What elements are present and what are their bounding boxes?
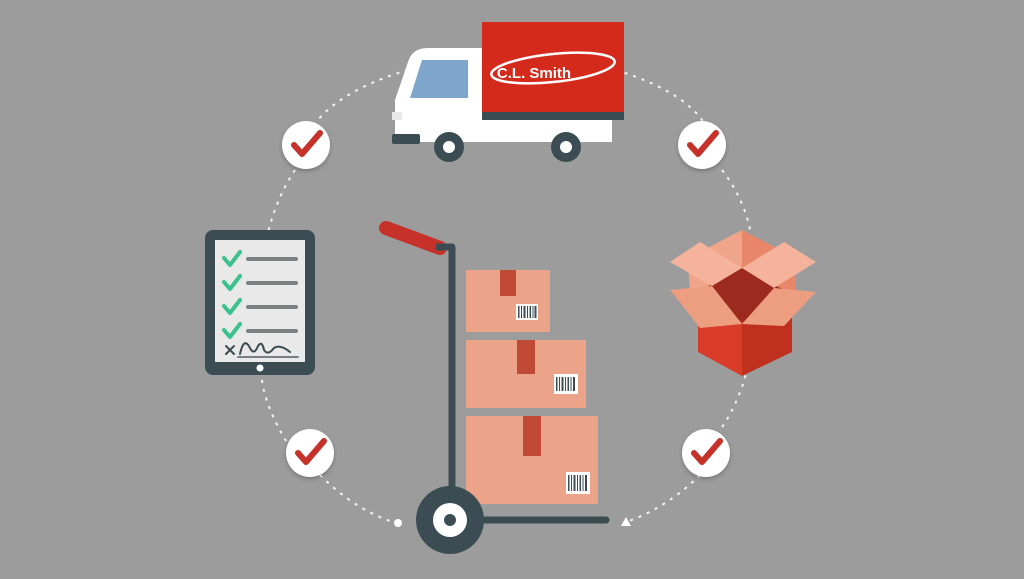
check-badge-bottom-left xyxy=(286,429,334,477)
barcode xyxy=(566,472,590,494)
hand-truck-wheel xyxy=(416,486,484,554)
barcode xyxy=(554,374,578,394)
delivery-truck-icon: C.L. Smith xyxy=(392,22,624,162)
open-box-icon xyxy=(670,230,816,376)
check-badge-top-right xyxy=(678,121,726,169)
truck-front-wheel xyxy=(434,132,464,162)
check-icon xyxy=(295,438,327,465)
check-icon xyxy=(291,130,323,157)
check-icon xyxy=(691,438,723,465)
box-top xyxy=(466,270,550,332)
checklist-lines xyxy=(246,257,298,333)
path-end-dot xyxy=(394,519,402,527)
hand-truck-icon xyxy=(379,221,610,554)
signature-mark xyxy=(225,342,299,358)
box-bottom xyxy=(466,416,598,504)
check-badge-bottom-right xyxy=(682,429,730,477)
check-badge-top-left xyxy=(282,121,330,169)
stacked-boxes xyxy=(466,270,598,504)
checklist-tablet-icon xyxy=(205,230,315,375)
path-arrowhead xyxy=(621,517,631,526)
truck-rear-wheel xyxy=(551,132,581,162)
check-icon xyxy=(687,130,719,157)
brand-name: C.L. Smith xyxy=(497,65,571,82)
checklist-checkmarks xyxy=(222,250,242,339)
box-middle xyxy=(466,340,586,408)
barcode xyxy=(516,304,538,320)
